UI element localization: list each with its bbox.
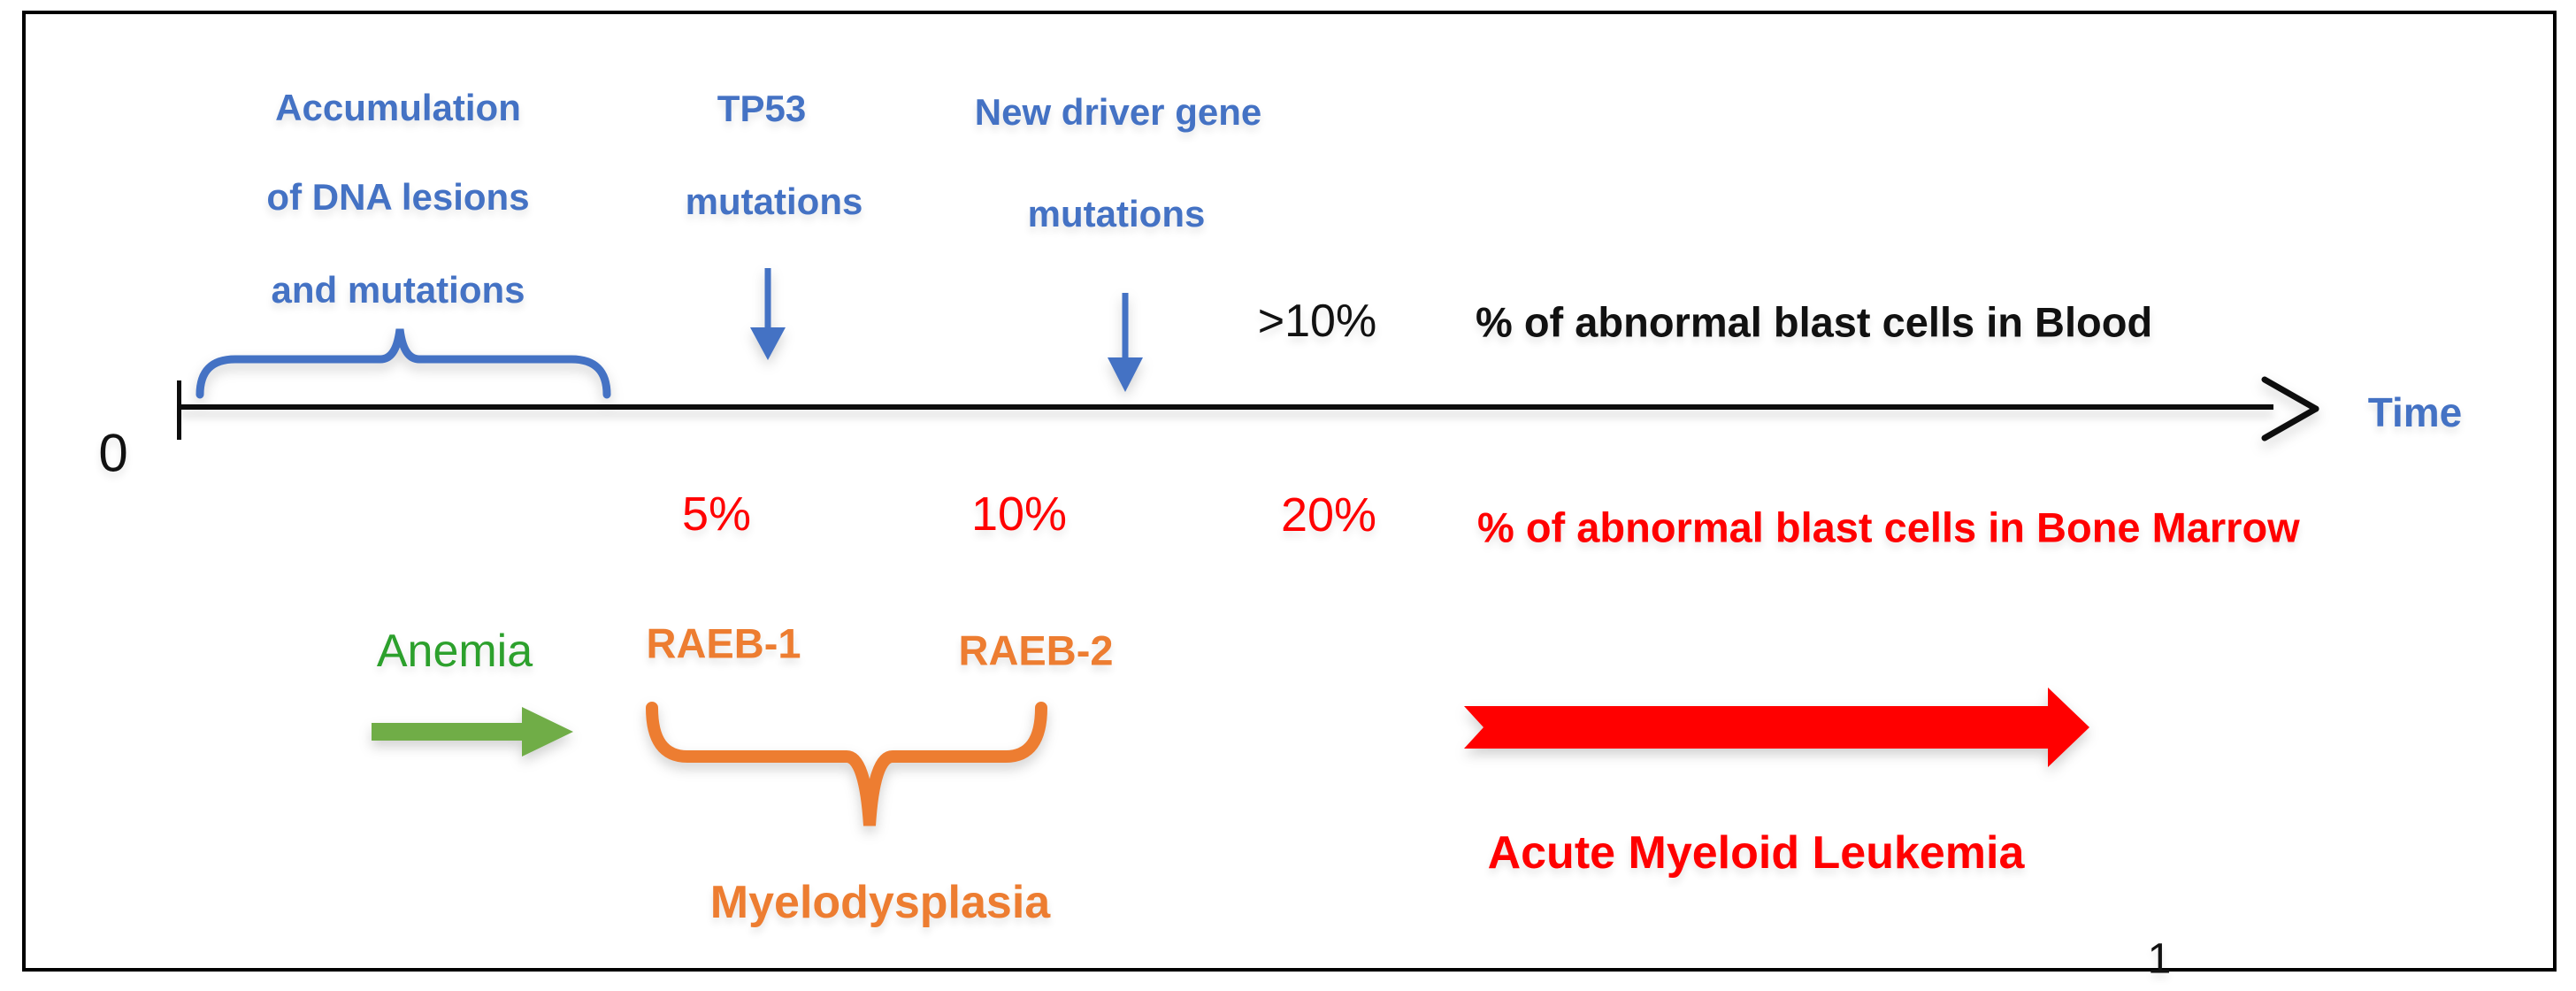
tp53-down-arrow-icon [750, 268, 786, 360]
marrow-pct-10: 10% [970, 488, 1068, 541]
tp53-label-line1: TP53 [717, 88, 807, 129]
raeb2-label: RAEB-2 [958, 626, 1114, 674]
marrow-pct-20: 20% [1280, 488, 1377, 542]
timeline-origin-tick [177, 380, 181, 440]
driver-gene-label-line1: New driver gene [974, 91, 1262, 133]
accumulation-brace-icon [196, 328, 611, 399]
driver-gene-down-arrow-icon [1108, 293, 1143, 392]
myelodysplasia-brace-icon [646, 702, 1047, 826]
accumulation-label-line2: of DNA lesions [266, 176, 530, 218]
anemia-progress-arrow-icon [372, 707, 573, 757]
aml-label: Acute Myeloid Leukemia [1487, 827, 2025, 879]
aml-arrow-icon [1464, 688, 2089, 767]
driver-gene-label-line2: mutations [1027, 193, 1206, 234]
blood-threshold-value: >10% [1257, 296, 1377, 347]
timeline-origin-label: 0 [98, 423, 128, 483]
blood-axis-label: % of abnormal blast cells in Blood [1476, 298, 2153, 346]
timeline-arrowhead-icon [2261, 376, 2319, 442]
accumulation-label-line3: and mutations [271, 269, 525, 311]
marrow-pct-5: 5% [681, 488, 752, 541]
timeline-axis [180, 404, 2273, 410]
marrow-axis-label: % of abnormal blast cells in Bone Marrow [1477, 503, 2300, 551]
anemia-label: Anemia [376, 626, 533, 677]
page-number: 1 [2147, 935, 2172, 983]
raeb1-label: RAEB-1 [646, 619, 801, 667]
figure-border [22, 11, 2557, 972]
tp53-label-line2: mutations [685, 181, 863, 222]
timeline-axis-label: Time [2367, 389, 2463, 435]
myelodysplasia-label: Myelodysplasia [709, 877, 1051, 928]
accumulation-label-line1: Accumulation [275, 87, 521, 128]
